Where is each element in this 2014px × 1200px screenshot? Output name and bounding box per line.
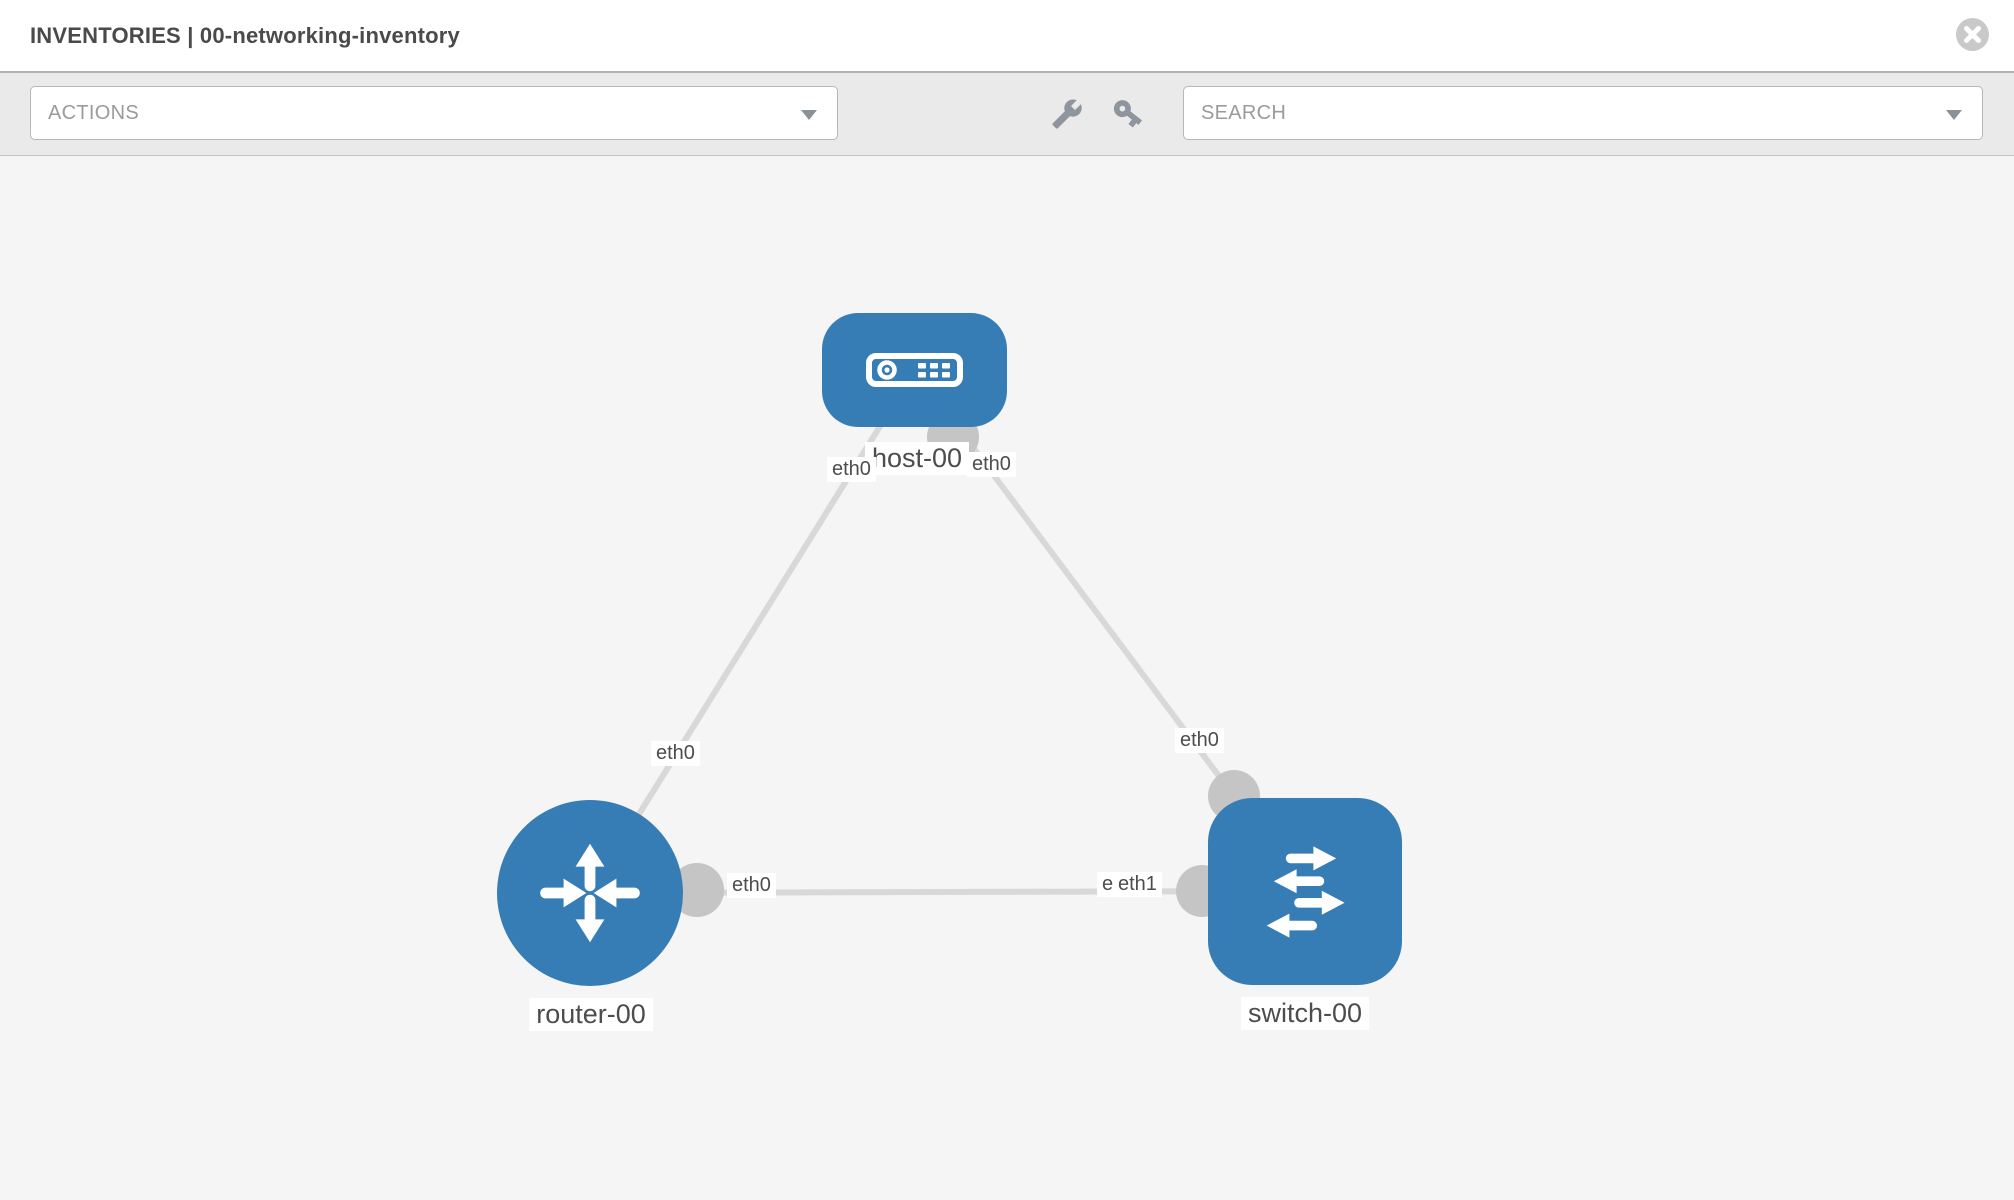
search-placeholder: SEARCH: [1201, 102, 1287, 124]
topology-canvas[interactable]: host-00 router-00 switch-00 eth0 eth0 et…: [0, 156, 2014, 1200]
tools-button[interactable]: [1051, 98, 1083, 130]
node-label-switch: switch-00: [1240, 997, 1370, 1030]
host-icon: [866, 353, 963, 387]
search-dropdown[interactable]: SEARCH: [1183, 86, 1983, 140]
router-icon: [540, 843, 640, 943]
close-button[interactable]: [1956, 18, 1989, 51]
switch-icon: [1266, 846, 1345, 938]
key-button[interactable]: [1104, 89, 1152, 137]
actions-dropdown-label: ACTIONS: [48, 102, 139, 124]
node-label-host: host-00: [864, 442, 970, 475]
actions-dropdown[interactable]: ACTIONS: [30, 86, 838, 140]
chevron-down-icon: [1946, 110, 1962, 120]
node-switch-00[interactable]: [1208, 798, 1402, 985]
node-router-00[interactable]: [497, 800, 683, 986]
node-host-00[interactable]: [822, 313, 1007, 427]
key-icon: [1113, 100, 1143, 128]
close-icon: [1964, 26, 1981, 43]
toolbar: ACTIONS SEARCH: [0, 73, 2014, 156]
page-title: INVENTORIES | 00-networking-inventory: [30, 23, 460, 48]
interface-label: eth0: [967, 452, 1016, 477]
interface-label: eth0: [1175, 728, 1224, 753]
links-layer: [587, 368, 1308, 917]
node-label-router: router-00: [529, 998, 653, 1031]
interface-label: eth0: [651, 741, 700, 766]
interface-label: eth0: [727, 873, 776, 898]
wrench-icon: [1052, 99, 1082, 129]
panel-header: INVENTORIES | 00-networking-inventory: [0, 0, 2014, 73]
interface-label: eth0: [827, 457, 876, 482]
port-router-eth0: [670, 863, 724, 917]
interface-label: eth1: [1113, 872, 1162, 897]
chevron-down-icon: [801, 110, 817, 120]
